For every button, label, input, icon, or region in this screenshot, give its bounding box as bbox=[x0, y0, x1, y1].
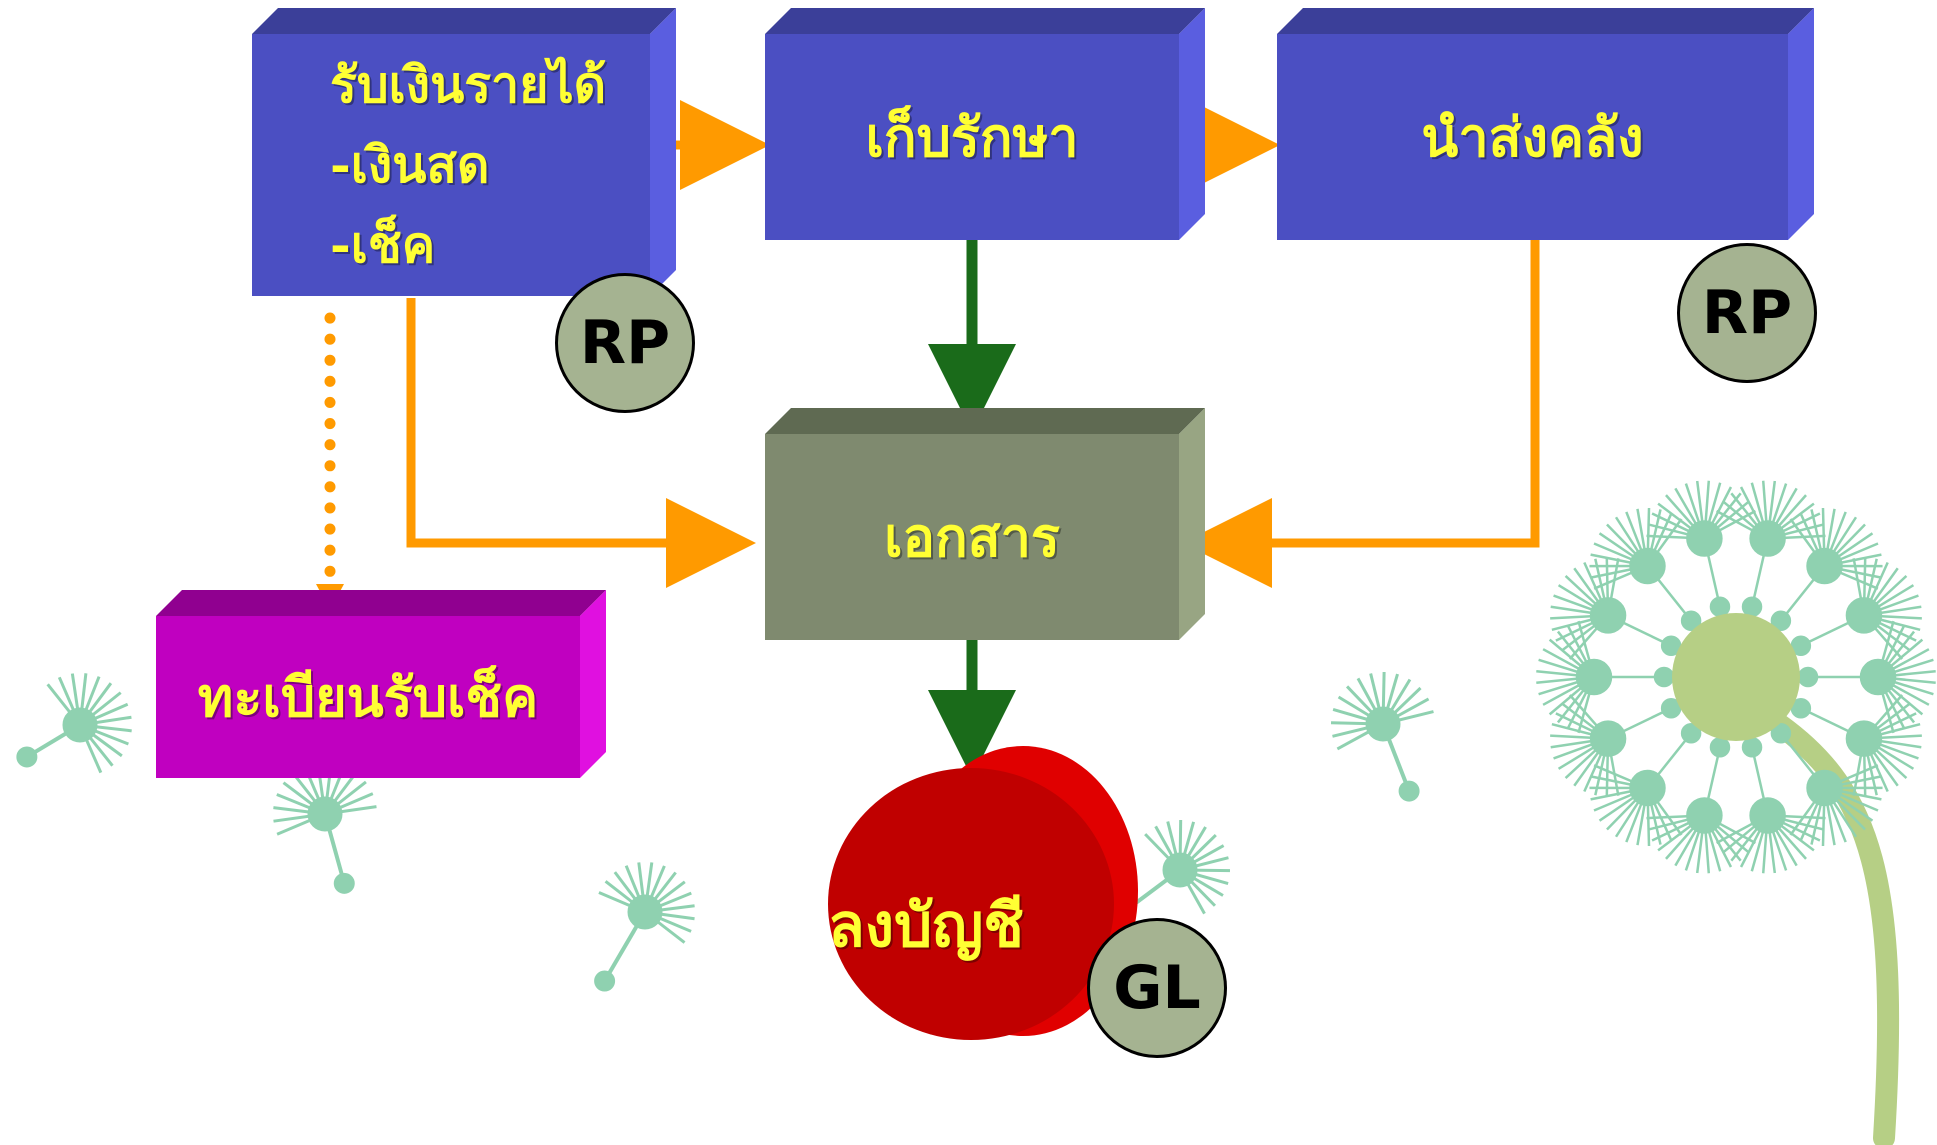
check-register-label: ทะเบียนรับเช็ค bbox=[197, 664, 539, 729]
cash-label: -เงินสด bbox=[330, 135, 490, 195]
arrow-deliver-to-document bbox=[1182, 240, 1540, 588]
document-label: เอกสาร bbox=[884, 504, 1060, 569]
deliver-label: นำส่งคลัง bbox=[1421, 104, 1644, 169]
ledger-cylinder-front bbox=[828, 768, 1114, 1040]
arrow-receive-to-document bbox=[406, 298, 756, 588]
rp-badge: RP bbox=[555, 273, 695, 413]
receive-income-box: รับเงินรายได้ -เงินสด -เช็ค bbox=[252, 8, 676, 296]
rp-badge: RP bbox=[1677, 243, 1817, 383]
deliver-to-treasury-box: นำส่งคลัง bbox=[1277, 8, 1814, 240]
dandelion-icon bbox=[16, 673, 132, 774]
store-box: เก็บรักษา bbox=[765, 8, 1205, 240]
gl-badge: GL bbox=[1087, 918, 1227, 1058]
store-label: เก็บรักษา bbox=[865, 104, 1079, 169]
receive-income-title: รับเงินรายได้ bbox=[330, 55, 607, 115]
document-box: เอกสาร bbox=[765, 408, 1205, 640]
dandelion-icon bbox=[1330, 671, 1434, 802]
ledger-label: ลงบัญชี bbox=[828, 891, 1024, 961]
check-label: -เช็ค bbox=[330, 215, 436, 275]
dandelion-icon bbox=[273, 762, 377, 894]
check-register-box: ทะเบียนรับเช็ค bbox=[156, 590, 606, 778]
dandelion-icon bbox=[594, 862, 695, 992]
dandelion-flower-icon bbox=[1536, 480, 1936, 1145]
